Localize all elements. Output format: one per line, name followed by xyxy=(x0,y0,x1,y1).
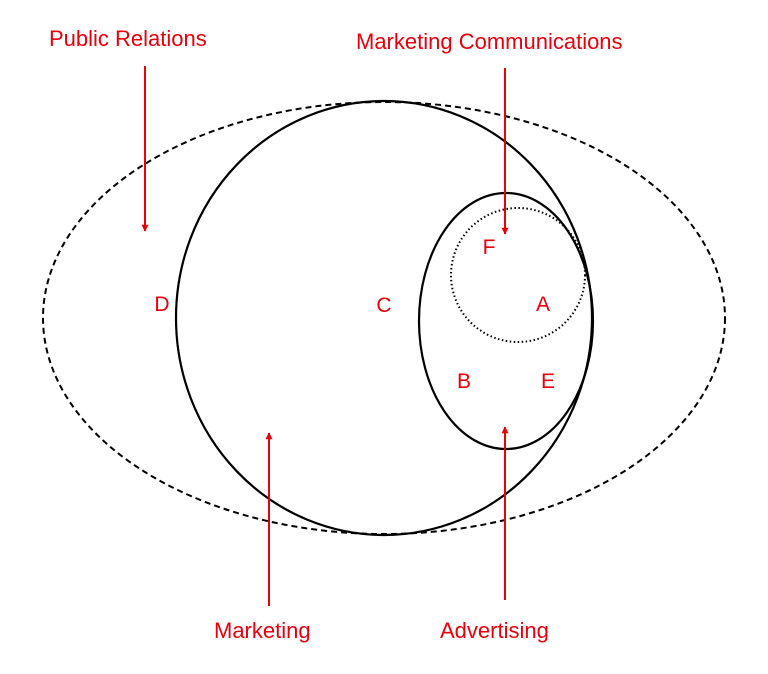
marketing-circle xyxy=(174,99,594,537)
region-c-label: C xyxy=(376,294,392,317)
public-relations-label: Public Relations xyxy=(49,26,207,51)
region-e-label: E xyxy=(540,370,555,393)
region-a-label: A xyxy=(535,293,550,316)
region-d-label: D xyxy=(154,293,170,316)
region-b-label: B xyxy=(456,370,471,393)
region-f-label: F xyxy=(482,236,496,259)
marketing-label: Marketing xyxy=(214,618,311,643)
advertising-label: Advertising xyxy=(440,618,549,643)
marketing-communications-circle xyxy=(450,207,586,343)
marketing-communications-label: Marketing Communications xyxy=(356,29,623,54)
